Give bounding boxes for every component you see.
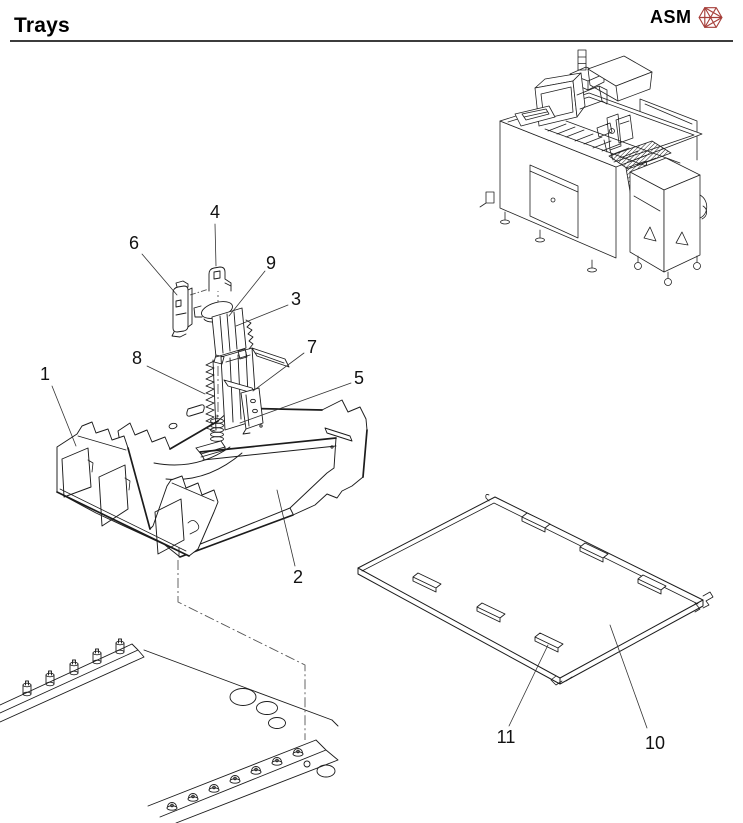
part-callout-5: 5	[353, 368, 365, 388]
warning-triangle-icon	[675, 231, 689, 246]
base-plate-holes	[229, 688, 286, 729]
side-cart	[629, 157, 708, 286]
part-callout-10: 10	[644, 733, 666, 753]
bond-head	[596, 113, 634, 161]
part-6-clip	[171, 280, 193, 338]
part-callout-6: 6	[128, 233, 140, 253]
part-7-guide-plates	[220, 347, 290, 431]
machine-right-wall	[639, 98, 698, 161]
spring	[195, 414, 226, 458]
part-3-4-9-bracket-assembly	[193, 266, 254, 365]
asm-logo: ASM	[650, 4, 724, 31]
part-callout-2: 2	[292, 567, 304, 587]
part-callout-3: 3	[290, 289, 302, 309]
part-callout-11: 11	[496, 727, 516, 747]
asm-logo-text: ASM	[650, 7, 692, 27]
part-callout-1: 1	[39, 364, 51, 384]
machine-overview-illustration	[479, 49, 708, 286]
machine-feet	[500, 211, 597, 273]
part-11-pads	[412, 512, 667, 653]
part-5-clamp-bracket	[240, 387, 264, 435]
asm-hexagon-cube-icon	[698, 7, 722, 28]
header-rule	[10, 40, 733, 42]
part-callout-9: 9	[265, 253, 277, 273]
rail-screws	[166, 748, 304, 811]
keyboard-shelf	[514, 105, 556, 127]
warning-triangle-icon	[643, 226, 657, 242]
rail-pins	[22, 638, 125, 697]
page-title: Trays	[14, 14, 70, 37]
machine-base-plate	[0, 638, 339, 823]
part-1-tray-carrier	[56, 421, 219, 558]
machine-top-cover	[587, 55, 653, 102]
part-callout-8: 8	[131, 348, 143, 368]
part-callout-4: 4	[209, 202, 221, 222]
part-8-serrated-rack	[205, 359, 217, 432]
work-area-hatched	[608, 140, 672, 170]
part-10-cover-plate	[357, 494, 714, 686]
callout-leader-lines	[51, 223, 648, 729]
part-callout-7: 7	[306, 337, 318, 357]
